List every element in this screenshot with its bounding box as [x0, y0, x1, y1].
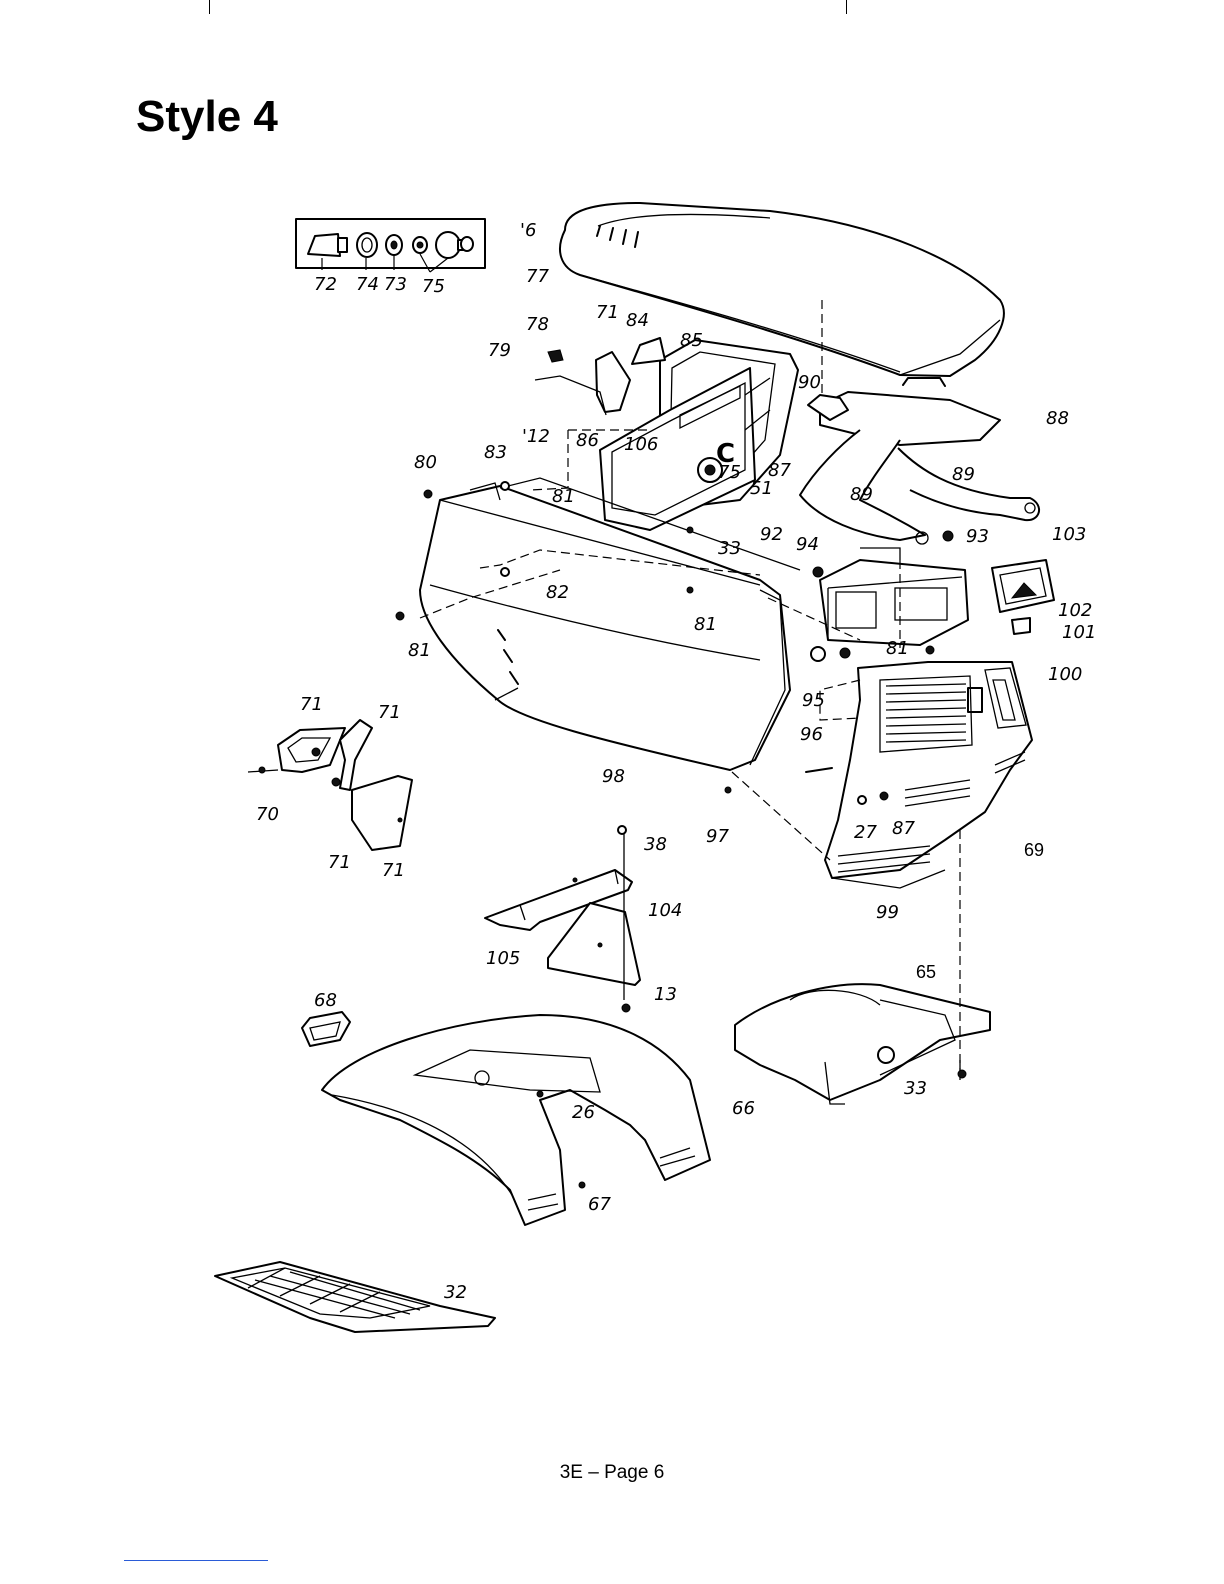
label-84: 84 [626, 310, 649, 331]
label-105: 105 [486, 948, 520, 969]
label-82: 82 [546, 582, 569, 603]
label-106: 106 [624, 434, 658, 455]
seat-bracket [800, 392, 1039, 544]
label-85: 85 [680, 330, 703, 351]
label-102: 102 [1058, 600, 1092, 621]
label-68: 68 [314, 990, 337, 1011]
label-94: 94 [796, 534, 819, 555]
label-81-right: 81 [886, 638, 909, 659]
label-27: 27 [854, 822, 877, 843]
key-switch-inset [296, 219, 485, 272]
support-bracket [485, 832, 640, 1012]
label-12: '12 [522, 426, 550, 447]
label-66: 66 [732, 1098, 755, 1119]
label-89-right: 89 [952, 464, 975, 485]
label-76: '6 [520, 220, 536, 241]
label-32: 32 [444, 1282, 467, 1303]
label-33-top: 33 [718, 538, 741, 559]
label-86: 86 [576, 430, 599, 451]
label-13: 13 [654, 984, 677, 1005]
page-footer: 3E – Page 6 [0, 1462, 1224, 1484]
footer-link-rule [124, 1560, 268, 1561]
label-79: 79 [488, 340, 511, 361]
label-77: 77 [526, 266, 549, 287]
label-89-left: 89 [850, 484, 873, 505]
label-81-mid: 81 [694, 614, 717, 635]
reflector [302, 1012, 350, 1046]
label-71-lever-d: 71 [382, 860, 405, 881]
dash-box [820, 548, 968, 645]
headlight [992, 560, 1054, 634]
label-75-mid: 75 [718, 462, 741, 483]
label-103: 103 [1052, 524, 1086, 545]
grille-nose [825, 662, 1032, 888]
label-90: 90 [798, 372, 821, 393]
label-65: 65 [916, 962, 936, 982]
inset-label-72: 72 [314, 274, 337, 295]
label-98: 98 [602, 766, 625, 787]
label-101: 101 [1062, 622, 1096, 643]
label-80: 80 [414, 452, 437, 473]
lift-lever-assembly [248, 720, 412, 850]
label-71-lever-b: 71 [378, 702, 401, 723]
label-93: 93 [966, 526, 989, 547]
label-97: 97 [706, 826, 729, 847]
label-51: 51 [750, 478, 773, 499]
frame-section [735, 984, 990, 1104]
label-33-bottom: 33 [904, 1078, 927, 1099]
label-38: 38 [644, 834, 667, 855]
label-78: 78 [526, 314, 549, 335]
label-88: 88 [1046, 408, 1069, 429]
label-71-lever-a: 71 [300, 694, 323, 715]
fender [322, 1015, 710, 1225]
label-67: 67 [588, 1194, 611, 1215]
label-71-lever-c: 71 [328, 852, 351, 873]
inset-label-74: 74 [356, 274, 379, 295]
inset-label-75: 75 [422, 276, 445, 297]
inset-label-73: 73 [384, 274, 407, 295]
label-81-left: 81 [408, 640, 431, 661]
label-71-top: 71 [596, 302, 619, 323]
label-100: 100 [1048, 664, 1082, 685]
label-70: 70 [256, 804, 279, 825]
label-92: 92 [760, 524, 783, 545]
label-95: 95 [802, 690, 825, 711]
label-96: 96 [800, 724, 823, 745]
label-69: 69 [1024, 840, 1044, 860]
label-104: 104 [648, 900, 682, 921]
label-83: 83 [484, 442, 507, 463]
label-81-dash: 81 [552, 486, 575, 507]
label-26: 26 [572, 1102, 595, 1123]
label-99: 99 [876, 902, 899, 923]
label-87-bottom: 87 [892, 818, 915, 839]
